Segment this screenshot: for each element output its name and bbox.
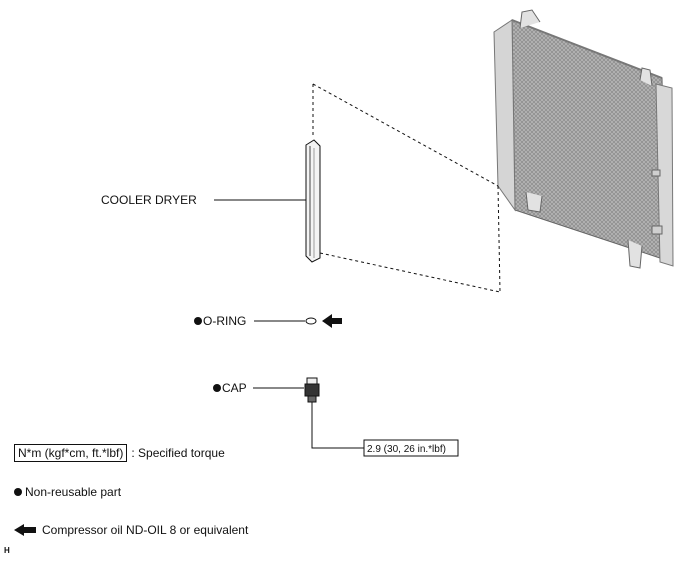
oil-text: Compressor oil ND-OIL 8 or equivalent — [42, 523, 249, 537]
o-ring-label: O-RING — [203, 314, 246, 328]
cooler-dryer-illustration — [305, 139, 321, 263]
cap-bullet — [213, 384, 221, 392]
corner-mark: H — [4, 546, 10, 555]
oil-arrow-icon — [322, 314, 342, 328]
non-reusable-text: Non-reusable part — [25, 485, 122, 499]
o-ring-illustration — [305, 317, 317, 325]
torque-box — [363, 439, 459, 457]
torque-desc: : Specified torque — [131, 446, 225, 460]
o-ring-bullet — [194, 317, 202, 325]
condenser-illustration — [493, 9, 674, 269]
oil-arrow-icon — [14, 524, 36, 536]
bullet-icon — [14, 488, 22, 496]
legend-oil: Compressor oil ND-OIL 8 or equivalent — [14, 523, 248, 537]
legend-non-reusable: Non-reusable part — [14, 485, 121, 499]
cooler-dryer-label: COOLER DRYER — [101, 193, 197, 207]
torque-unit-box: N*m (kgf*cm, ft.*lbf) — [14, 444, 128, 462]
torque-leader — [311, 402, 364, 449]
legend-torque: N*m (kgf*cm, ft.*lbf) : Specified torque — [14, 444, 225, 462]
cap-label: CAP — [222, 381, 247, 395]
cap-illustration — [304, 377, 320, 403]
torque-value: 2.9 (30, 26 in.*lbf) — [367, 444, 446, 455]
